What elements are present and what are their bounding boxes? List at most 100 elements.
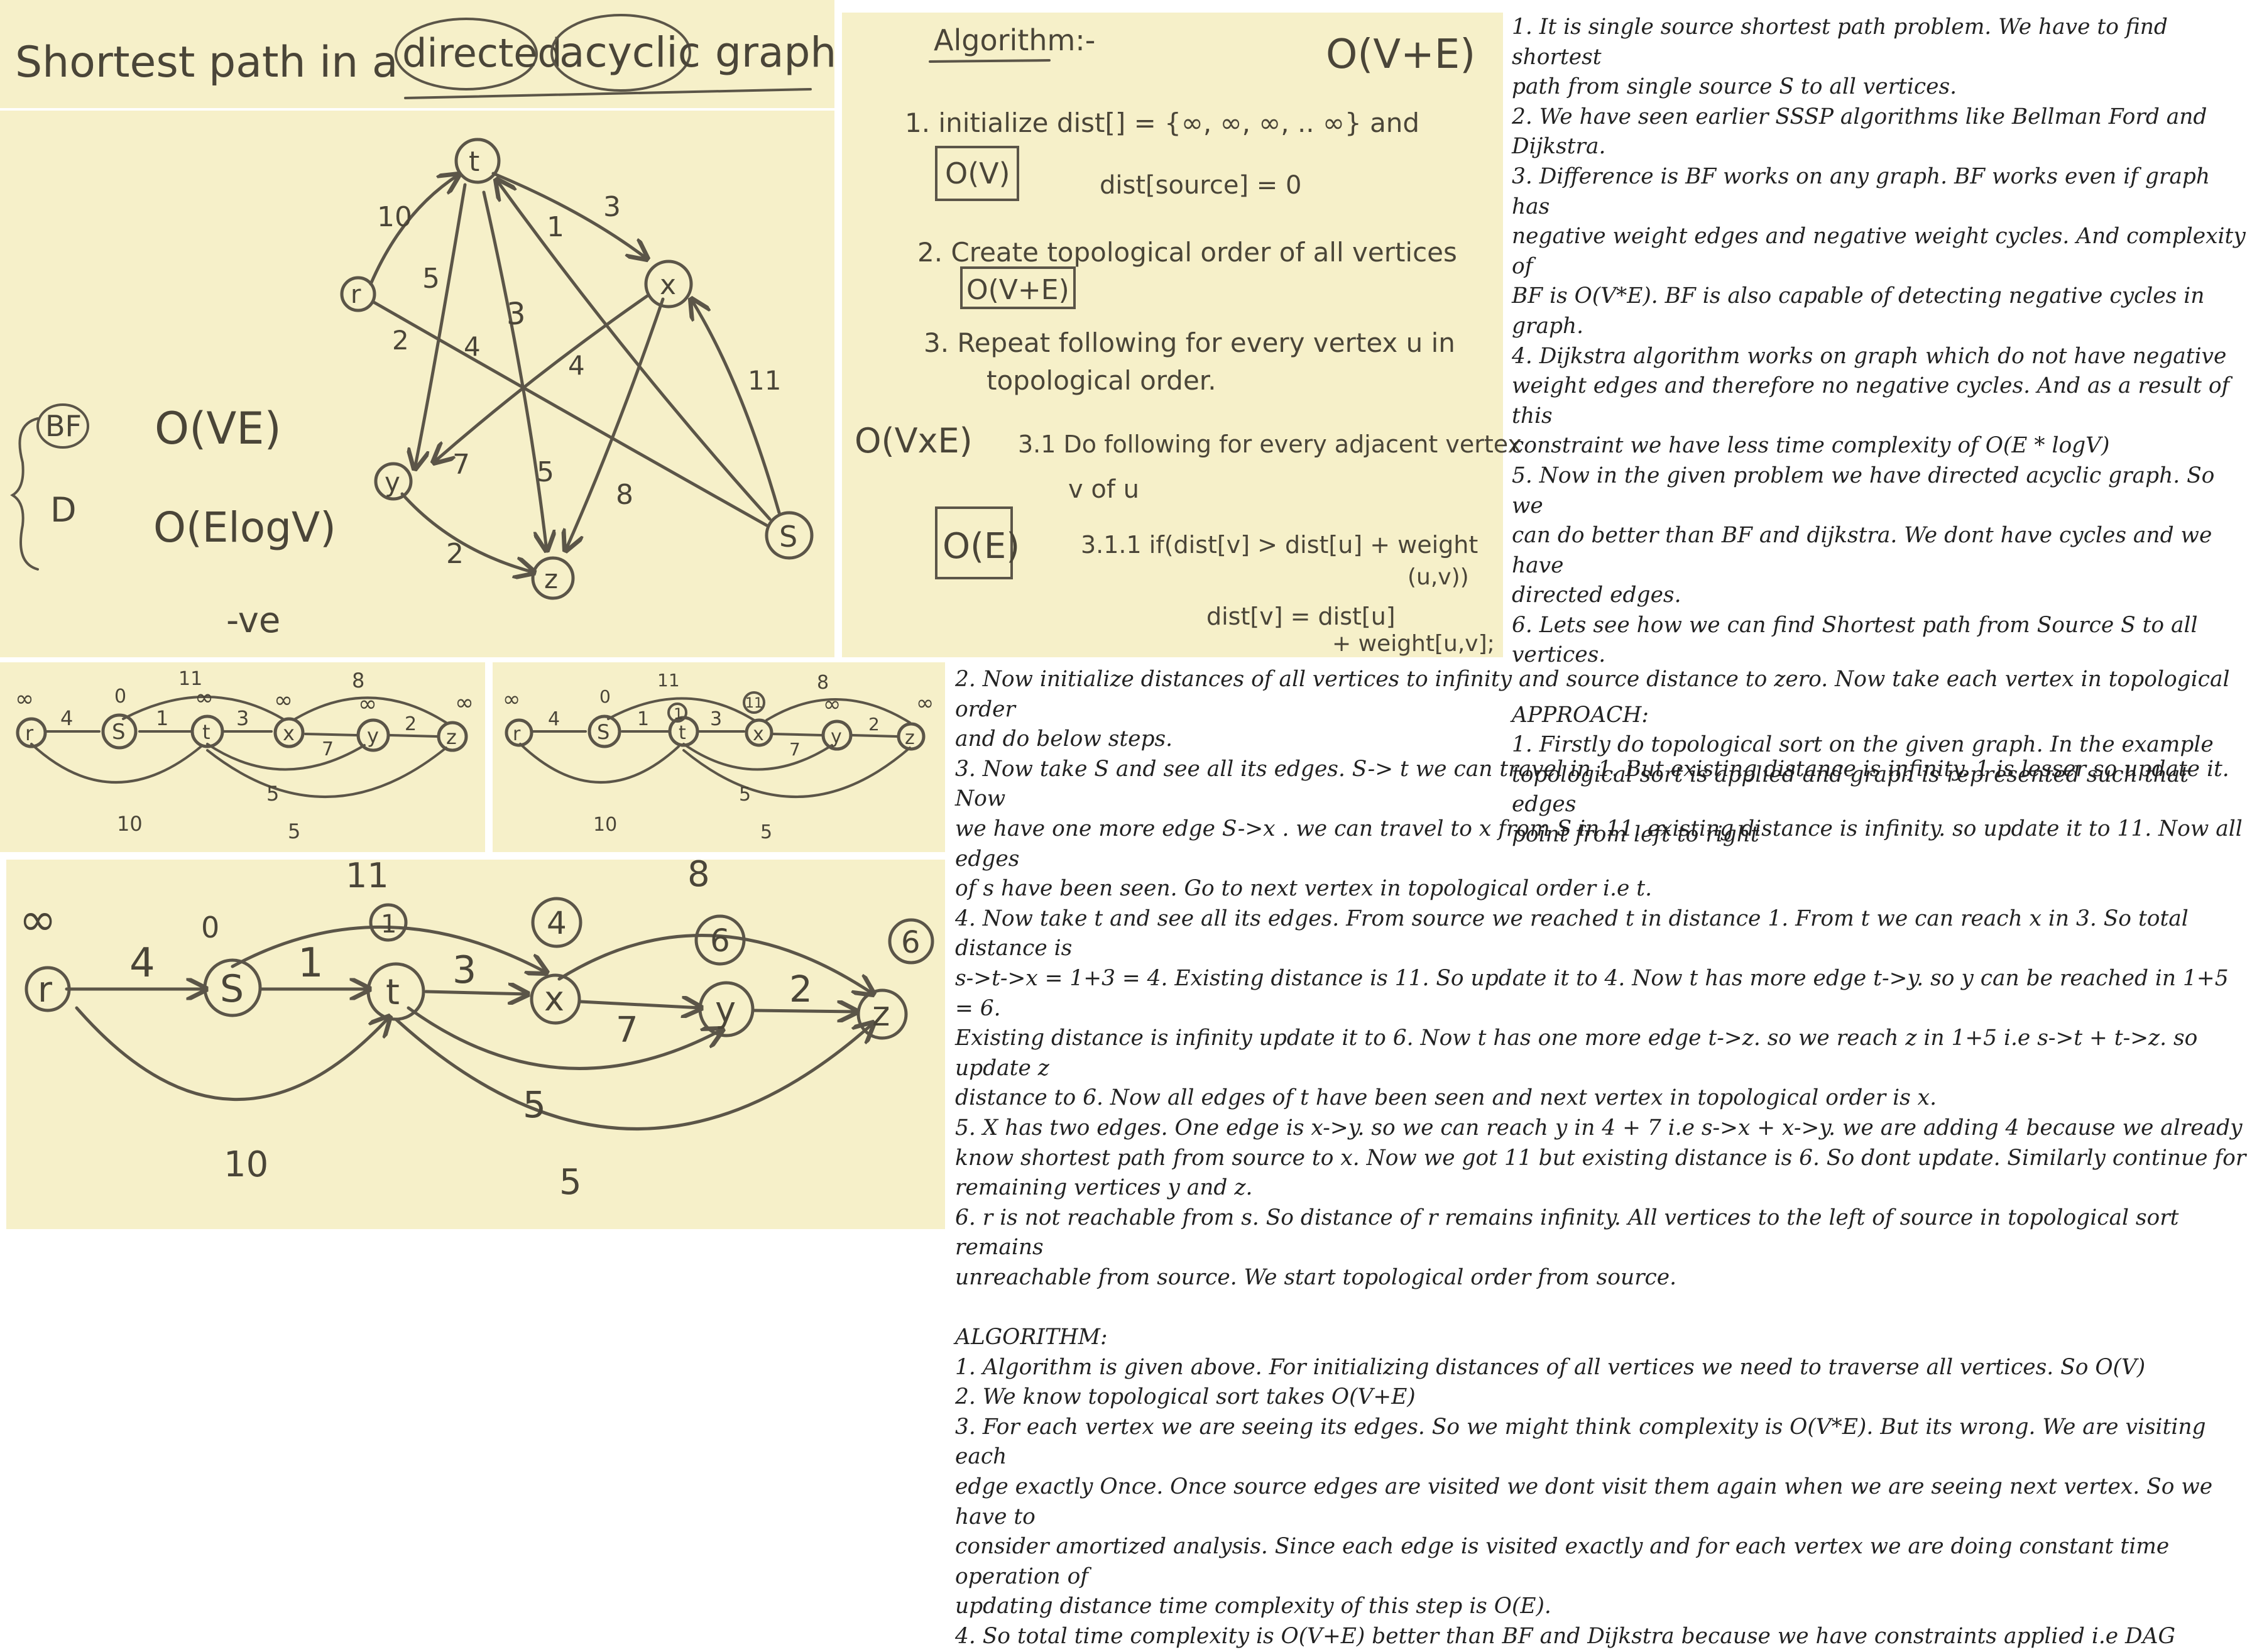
tf-edge-xy [579,1002,701,1008]
d-label: D [50,490,77,530]
tf-dist-z: 6 [901,925,921,960]
topo-panel-final: r S t x y z 4 1 3 7 2 11 8 5 10 5 ∞ 0 1 … [6,854,945,1229]
notes-top-line: 1. Firstly do topological sort on the gi… [1512,732,2214,758]
tf-w-xz: 8 [687,854,710,895]
notes-top-line: 1. It is single source shortest path pro… [1512,14,2168,70]
tm-dist-t: 1 [674,705,683,723]
notes-top-line: vertices. [1512,642,1606,668]
node-label-t: t [469,146,479,178]
ti-w-rt: 10 [117,812,143,836]
weight-tz: 3 [506,297,526,332]
notes-bottom-line: 4. Now take t and see all its edges. Fro… [955,905,2189,961]
tm-w-tz: 5 [760,821,772,843]
tm-node-x [745,718,773,747]
ti-arc-xz [294,696,447,724]
ti-dist-z: ∞ [455,690,474,716]
ti-dist-y: ∞ [358,691,377,717]
tf-arc-rt [75,1006,390,1101]
step-3-complexity: O(E) [943,526,1020,567]
tf-dist-y: 6 [710,922,730,959]
edge-x-z [566,297,665,550]
notes-gap [955,1293,2249,1323]
tf-edge-yz [751,1010,857,1012]
notes-bottom-line: 6. r is not reachable from s. So distanc… [955,1205,2179,1261]
notes-top-line: directed edges. [1512,583,1681,608]
node-label-s: S [779,520,797,554]
weight-r: 2 [392,325,409,356]
tf-dist-s: 0 [201,911,219,944]
bf-circle [36,403,89,449]
step-311: 3.1.1 if(dist[v] > dist[u] + weight [1081,531,1478,559]
bf-complexity: O(VE) [155,403,282,454]
heading-underline [929,59,1051,63]
tm-edge-yz [851,734,899,738]
algo-overall: O(V+E) [1326,31,1475,78]
ti-w-tx: 3 [236,706,249,730]
tf-dist-x: 4 [547,905,567,941]
notes-top-line: 4. Dijkstra algorithm works on graph whi… [1512,343,2227,369]
tf-label-x: x [544,979,564,1019]
notes-bottom-line: updating distance time complexity of thi… [955,1594,1551,1619]
bf-label: BF [45,409,82,443]
tm-label-r: r [513,723,521,745]
notes-bottom-line: 2. We know topological sort takes O(V+E) [955,1384,1416,1410]
ti-node-r [16,717,47,748]
topo-drawing-after-s: r S t x y z 4 1 3 7 2 11 8 5 10 5 ∞ 0 1 … [503,670,934,843]
tm-w-rs: 4 [548,708,560,730]
tm-arc-rt [519,743,680,784]
notes-bottom-line: consider amortized analysis. Since each … [955,1534,2170,1589]
ti-w-ty: 5 [266,782,279,806]
tf-arc-tz [394,1017,873,1130]
ti-dist-x: ∞ [274,687,293,713]
tm-node-r [505,718,533,747]
ti-w-xz: 8 [352,669,364,692]
notes-top-line: 6. Lets see how we can find Shortest pat… [1512,612,2198,638]
node-t [454,138,501,184]
brace [10,417,39,571]
d-note: -ve [226,600,280,641]
notes-top-line: negative weight edges and negative weigh… [1512,224,2246,279]
ti-edge-xy [304,733,358,736]
step-311c: dist[v] = dist[u] [1206,603,1396,630]
ti-w-sx: 11 [178,668,202,690]
tf-w-tx: 3 [452,948,476,992]
notes-bottom-line: Existing distance is infinity update it … [955,1026,2198,1081]
topo-panel-after-s: r S t x y z 4 1 3 7 2 11 8 5 10 5 ∞ 0 1 … [493,662,945,852]
ti-label-t: t [202,720,210,744]
title-panel: Shortest path in a directed acyclic grap… [0,0,836,108]
tf-w-rs: 4 [129,940,155,987]
dag-drawing: t x r y z S 10 5 1 3 3 2 4 4 11 7 5 8 2 … [10,138,814,641]
tm-w-tx: 3 [710,708,722,730]
tm-arc-sx [607,697,755,721]
tf-w-st: 1 [298,940,324,987]
tm-dist-r: ∞ [503,687,520,712]
tf-arc-xz [557,934,873,994]
edge-s-x [691,299,781,515]
step-311d: + weight[u,v]; [1332,631,1495,657]
tm-w-ty: 5 [739,784,751,806]
topo-panel-initial: r S t x y z 4 1 3 7 2 11 8 5 10 5 ∞ 0 ∞ … [0,662,485,852]
node-label-x: x [660,269,676,301]
notes-top-line: topological sort is applied and graph is… [1512,762,2189,818]
ti-dist-r: ∞ [15,686,34,712]
step-3: 3. Repeat following for every vertex u i… [924,327,1455,358]
title-drawing: Shortest path in a directed acyclic grap… [15,14,836,99]
node-x [644,260,693,309]
tf-node-r [25,966,71,1012]
notes-top-line: 2. We have seen earlier SSSP algorithms … [1512,104,2207,129]
ti-w-yz: 2 [405,713,417,735]
notes-bottom-line: 3. For each vertex we are seeing its edg… [955,1414,2206,1470]
tf-dist-circle-t [369,903,408,942]
weight-yz: 2 [446,538,464,570]
tf-node-y [698,981,755,1037]
tm-w-st: 1 [637,708,649,730]
step-31b: v of u [1068,475,1139,504]
graph-panel: t x r y z S 10 5 1 3 3 2 4 4 11 7 5 8 2 … [0,111,834,657]
tm-dist-circle-t [667,703,687,723]
tf-node-s [203,958,262,1017]
tm-node-y [821,719,853,751]
notes-bottom-line: remaining vertices y and z. [955,1175,1253,1201]
notes-bottom-line: we have one more edge S->x . we can trav… [955,816,2243,872]
side-note: O(VxE) [855,421,973,461]
ti-node-s [101,713,138,750]
